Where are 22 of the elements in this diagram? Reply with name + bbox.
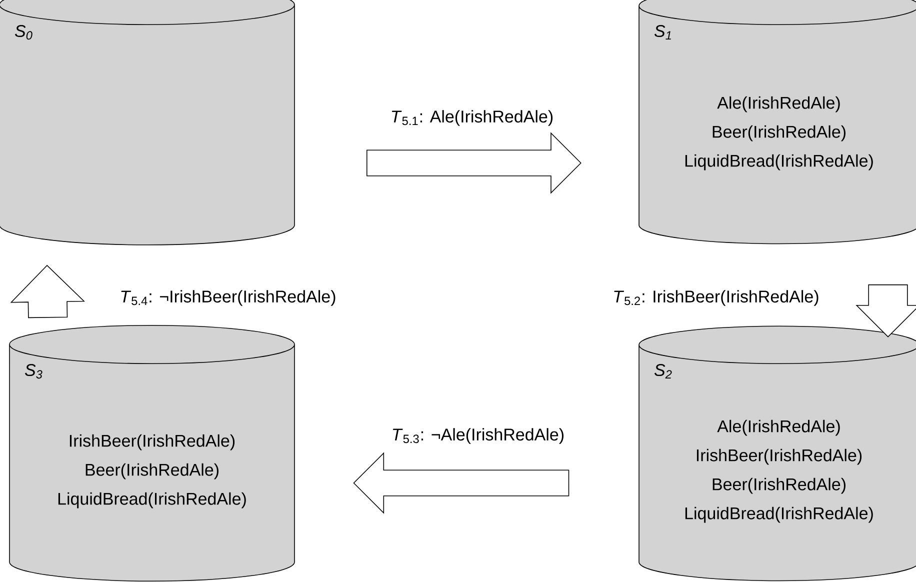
edge-label: T$_{5.3}$: ¬Ale(IrishRedAle) [390,427,566,445]
edge-label: T$_{5.1}$: Ale(IrishRedAle) [389,109,555,127]
fact-text: Ale(IrishRedAle) [717,96,840,112]
database-cylinder [9,324,295,582]
fact-text: LiquidBread(IrishRedAle) [685,506,873,523]
edge-label: T$_{5.4}$: ¬IrishBeer(IrishRedAle) [118,289,338,307]
fact-text: Beer(IrishRedAle) [712,125,846,142]
database-cylinder [0,0,295,246]
fact-text: IrishBeer(IrishRedAle) [70,434,235,450]
database-cylinder [638,326,916,582]
state-name: S$_{2}$ [654,364,672,378]
fact-text: Beer(IrishRedAle) [712,478,846,494]
edge-label: T$_{5.2}$: IrishBeer(IrishRedAle) [612,289,820,307]
fact-text: IrishBeer(IrishRedAle) [696,448,862,465]
database-cylinder [638,0,916,244]
fact-text: Beer(IrishRedAle) [86,463,218,480]
fact-text: LiquidBread(IrishRedAle) [58,492,246,508]
state-name: S$_{3}$ [25,364,42,379]
fact-text: LiquidBread(IrishRedAle) [685,154,873,170]
state-name: S$_{0}$ [15,25,32,40]
fact-text: Ale(IrishRedAle) [717,420,840,436]
state-name: S$_{1}$ [654,25,671,40]
